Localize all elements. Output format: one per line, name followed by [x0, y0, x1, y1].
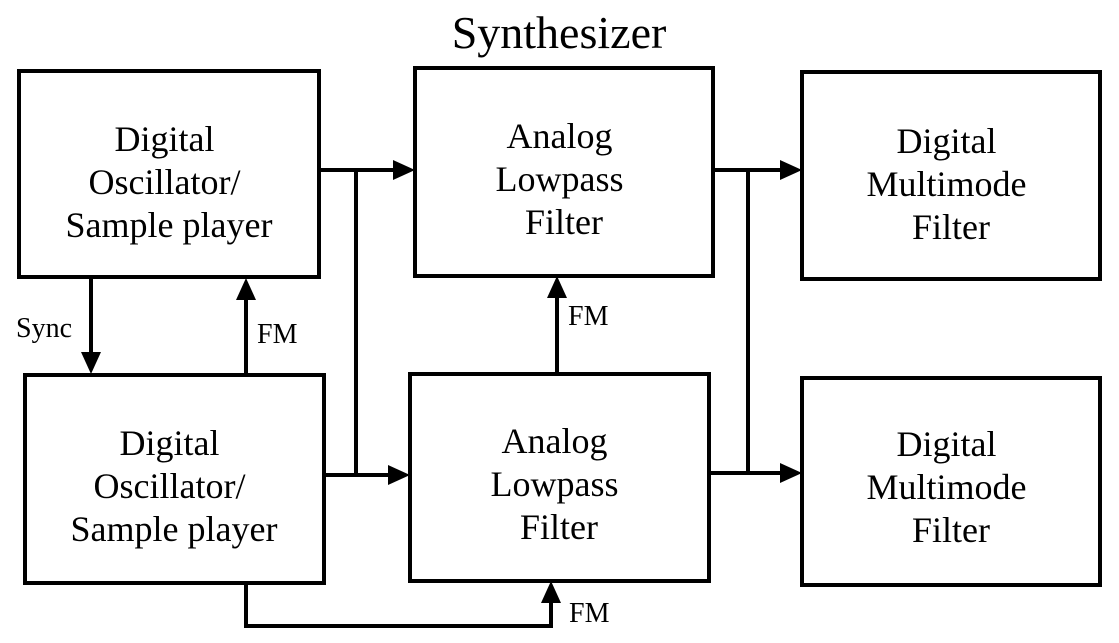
oscillator-1-line-3: Sample player	[66, 205, 273, 245]
sync-connection	[81, 277, 101, 374]
svg-text:Analog Lowpass Fil: Analog Lowpass Filter	[491, 421, 628, 547]
oscillator-block-1: Digital Oscillator/ Sample player	[17, 69, 321, 279]
oscillator-output-bus	[319, 160, 415, 485]
fm-bottom-label: FM	[569, 598, 610, 629]
multimode-filter-block-1: Digital Multimode Filter	[800, 70, 1102, 281]
lowpass-filter-1-line-3: Filter	[525, 202, 603, 242]
svg-text:Digital Multimode: Digital Multimode Filter	[867, 121, 1036, 247]
oscillator-block-2: Digital Oscillator/ Sample player	[23, 373, 326, 585]
svg-text:Digital Oscillator/: Digital Oscillator/ Sample player	[71, 423, 278, 549]
oscillator-1-line-2: Oscillator/	[89, 162, 241, 202]
lowpass-filter-block-2: Analog Lowpass Filter	[408, 372, 711, 583]
multimode-filter-block-2: Digital Multimode Filter	[800, 376, 1102, 587]
fm-bottom-connection	[244, 581, 561, 628]
oscillator-2-line-2: Oscillator/	[94, 466, 246, 506]
svg-text:Analog Lowpass Fil: Analog Lowpass Filter	[496, 116, 633, 242]
multimode-filter-1-line-2: Multimode	[867, 164, 1027, 204]
svg-text:Digital Oscillator/: Digital Oscillator/ Sample player	[66, 119, 273, 245]
lowpass-filter-2-line-2: Lowpass	[491, 464, 619, 504]
oscillator-2-line-3: Sample player	[71, 509, 278, 549]
fm-filter-connection	[547, 276, 567, 374]
lowpass-filter-2-line-3: Filter	[520, 507, 598, 547]
svg-text:Digital Multimode: Digital Multimode Filter	[867, 424, 1036, 550]
sync-label: Sync	[16, 313, 72, 344]
multimode-filter-1-line-1: Digital	[897, 121, 997, 161]
filter-output-bus	[709, 160, 802, 483]
lowpass-filter-2-line-1: Analog	[502, 421, 608, 461]
fm-osc-label: FM	[257, 319, 298, 350]
multimode-filter-2-line-3: Filter	[912, 510, 990, 550]
multimode-filter-2-line-2: Multimode	[867, 467, 1027, 507]
lowpass-filter-block-1: Analog Lowpass Filter	[413, 66, 715, 278]
oscillator-1-line-1: Digital	[115, 119, 215, 159]
multimode-filter-1-line-3: Filter	[912, 207, 990, 247]
fm-osc-connection	[236, 278, 256, 375]
oscillator-2-line-1: Digital	[120, 423, 220, 463]
lowpass-filter-1-line-1: Analog	[507, 116, 613, 156]
diagram-title: Synthesizer	[452, 7, 667, 58]
lowpass-filter-1-line-2: Lowpass	[496, 159, 624, 199]
multimode-filter-2-line-1: Digital	[897, 424, 997, 464]
fm-filter-label: FM	[568, 301, 609, 332]
